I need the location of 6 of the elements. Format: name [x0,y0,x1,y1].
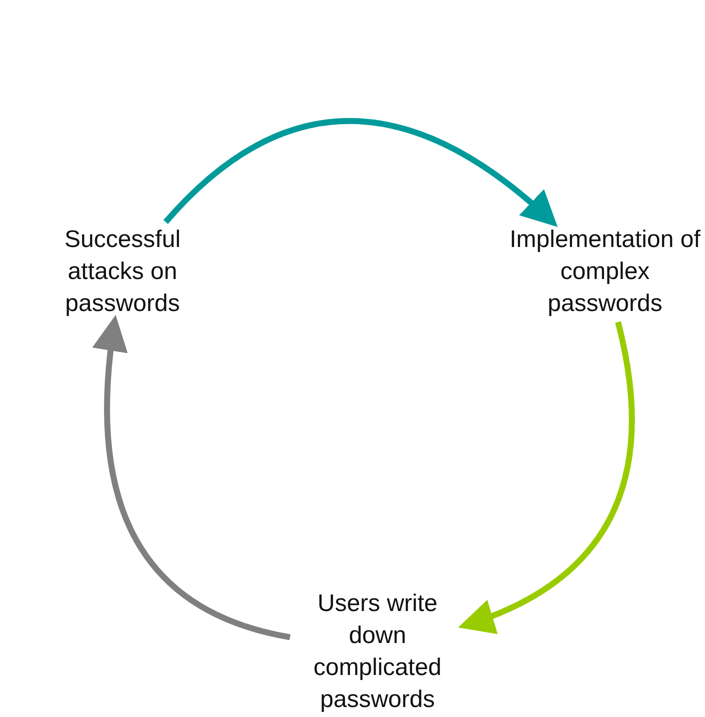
node-label: Users write down complicated passwords [312,589,443,715]
node-label: Successful attacks on passwords [63,225,182,319]
node-label: Implementation of complex passwords [508,225,702,319]
curved-arrow [458,321,635,633]
curved-arrow [163,118,558,227]
curved-arrow [93,314,291,640]
